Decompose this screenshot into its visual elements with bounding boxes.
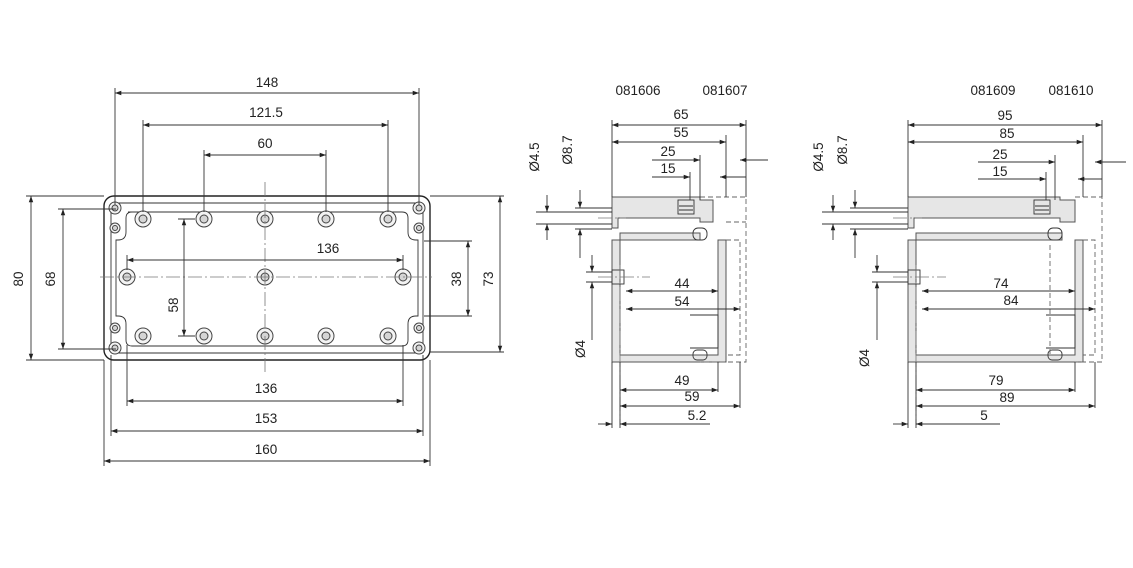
enclosure-outline (103, 195, 431, 361)
lid-flange (619, 232, 701, 241)
dim-73: 73 (481, 271, 496, 286)
dim-153: 153 (255, 411, 278, 426)
dim-68: 68 (43, 271, 58, 286)
part-code-081606: 081606 (615, 83, 660, 98)
dim-5-2: 5.2 (688, 408, 707, 423)
lid-section (611, 196, 714, 229)
box-body-section (611, 239, 727, 363)
dim-dia-8-7: Ø8.7 (560, 135, 575, 164)
corner-screws (108, 201, 426, 355)
dim-148: 148 (256, 75, 279, 90)
box-body-section-2 (907, 239, 1084, 363)
dim-55: 55 (673, 125, 688, 140)
dim-58: 58 (166, 297, 181, 312)
dim-85: 85 (999, 126, 1014, 141)
dim-dia-4-5-b: Ø4.5 (811, 142, 826, 171)
dim-74: 74 (993, 276, 1009, 291)
part-code-081610: 081610 (1048, 83, 1093, 98)
side-view-1: 081606 081607 (527, 83, 768, 428)
dim-136-top: 136 (317, 241, 340, 256)
part-code-081609: 081609 (970, 83, 1015, 98)
dim-15-b: 15 (992, 164, 1007, 179)
lid-section-2 (907, 196, 1076, 229)
dim-79: 79 (988, 373, 1003, 388)
dim-84: 84 (1003, 293, 1019, 308)
inner-cavity-outline (115, 211, 419, 347)
dim-25-b: 25 (992, 147, 1007, 162)
dim-160: 160 (255, 442, 278, 457)
dim-49: 49 (674, 373, 689, 388)
dim-dia-4-5: Ø4.5 (527, 142, 542, 171)
dim-89: 89 (999, 390, 1014, 405)
dim-5: 5 (980, 408, 988, 423)
dim-dia-4-b: Ø4 (857, 349, 872, 368)
front-extension-lines (26, 88, 504, 466)
dim-80: 80 (11, 271, 26, 286)
lid-inner-outline (110, 202, 424, 354)
front-dimension-lines (28, 90, 503, 464)
dim-dia-8-7-b: Ø8.7 (835, 135, 850, 164)
part-code-081607: 081607 (702, 83, 747, 98)
dim-59: 59 (684, 389, 699, 404)
dim-121-5: 121.5 (249, 105, 283, 120)
dim-dia-4: Ø4 (573, 340, 588, 359)
dim-65: 65 (673, 107, 688, 122)
dim-44: 44 (674, 276, 690, 291)
dim-136-bottom: 136 (255, 381, 278, 396)
dim-95: 95 (997, 108, 1012, 123)
dim-60: 60 (257, 136, 272, 151)
side-view-2: 081609 081610 (811, 83, 1126, 428)
dim-54: 54 (674, 294, 690, 309)
dim-15: 15 (660, 161, 675, 176)
dim-38: 38 (449, 271, 464, 286)
front-view: 148 121.5 60 136 58 38 73 80 68 136 153 … (11, 75, 504, 466)
dim-25: 25 (660, 144, 675, 159)
